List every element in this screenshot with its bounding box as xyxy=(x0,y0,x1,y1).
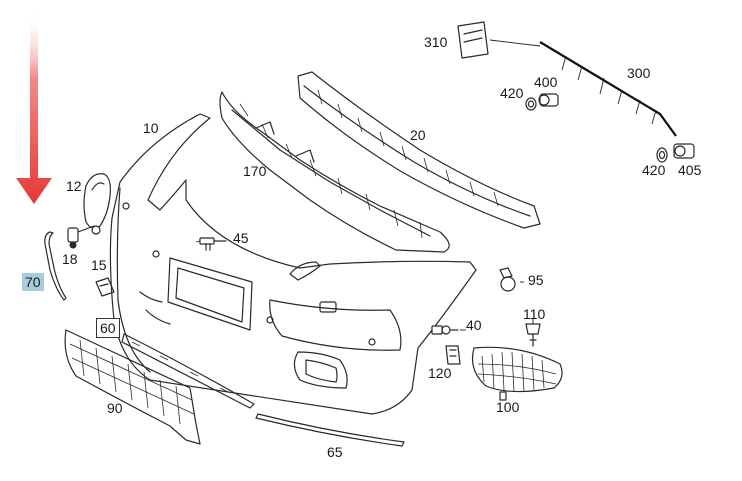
part-170-splash-shield xyxy=(219,91,450,253)
part-45-screw xyxy=(199,237,227,251)
label-part-310: 310 xyxy=(424,34,448,50)
label-part-15: 15 xyxy=(91,257,107,273)
label-part-400: 400 xyxy=(534,74,558,90)
part-60-trim-strip xyxy=(121,333,255,409)
part-100-fog-grille xyxy=(471,346,563,401)
label-part-100: 100 xyxy=(496,399,520,415)
part-70-trim-strip xyxy=(44,231,67,301)
label-part-65: 65 xyxy=(327,444,343,460)
leader-lines xyxy=(195,240,534,331)
label-part-300: 300 xyxy=(627,65,651,81)
label-part-110: 110 xyxy=(523,306,546,322)
label-part-45: 45 xyxy=(233,230,249,246)
label-part-90: 90 xyxy=(107,400,123,416)
part-20-impact-absorber xyxy=(297,71,541,229)
label-part-20: 20 xyxy=(410,127,426,143)
red-arrow-icon xyxy=(16,10,52,204)
label-part-18: 18 xyxy=(62,251,78,267)
part-405-sensor xyxy=(673,143,695,159)
part-10-bumper-cover xyxy=(109,113,477,415)
part-420-ring-upper xyxy=(525,97,537,111)
label-part-40: 40 xyxy=(466,317,482,333)
part-18-washer-nozzle xyxy=(67,225,101,249)
label-part-120: 120 xyxy=(428,365,452,381)
part-310-bracket xyxy=(457,21,489,59)
label-part-405: 405 xyxy=(678,162,702,178)
part-40-bolt xyxy=(431,325,459,335)
label-part-60: 60 xyxy=(96,318,120,338)
label-part-12: 12 xyxy=(66,178,82,194)
part-12-washer-cover xyxy=(83,173,111,229)
part-65-bottom-trim xyxy=(255,413,405,447)
part-15-bracket xyxy=(95,277,115,297)
label-part-420-upper: 420 xyxy=(500,85,524,101)
part-90-lower-grille xyxy=(64,329,201,445)
part-110-screw xyxy=(525,323,541,347)
label-part-70: 70 xyxy=(22,273,44,291)
label-part-95: 95 xyxy=(528,272,544,288)
part-120-clip-nut xyxy=(445,345,461,365)
part-95-clip xyxy=(499,267,516,292)
label-part-170: 170 xyxy=(243,163,267,179)
part-420-ring-lower xyxy=(656,147,668,163)
label-part-10: 10 xyxy=(143,120,159,136)
label-part-420-lower: 420 xyxy=(642,162,666,178)
part-400-sensor xyxy=(538,93,559,107)
part-300-wiring-harness xyxy=(489,39,677,137)
